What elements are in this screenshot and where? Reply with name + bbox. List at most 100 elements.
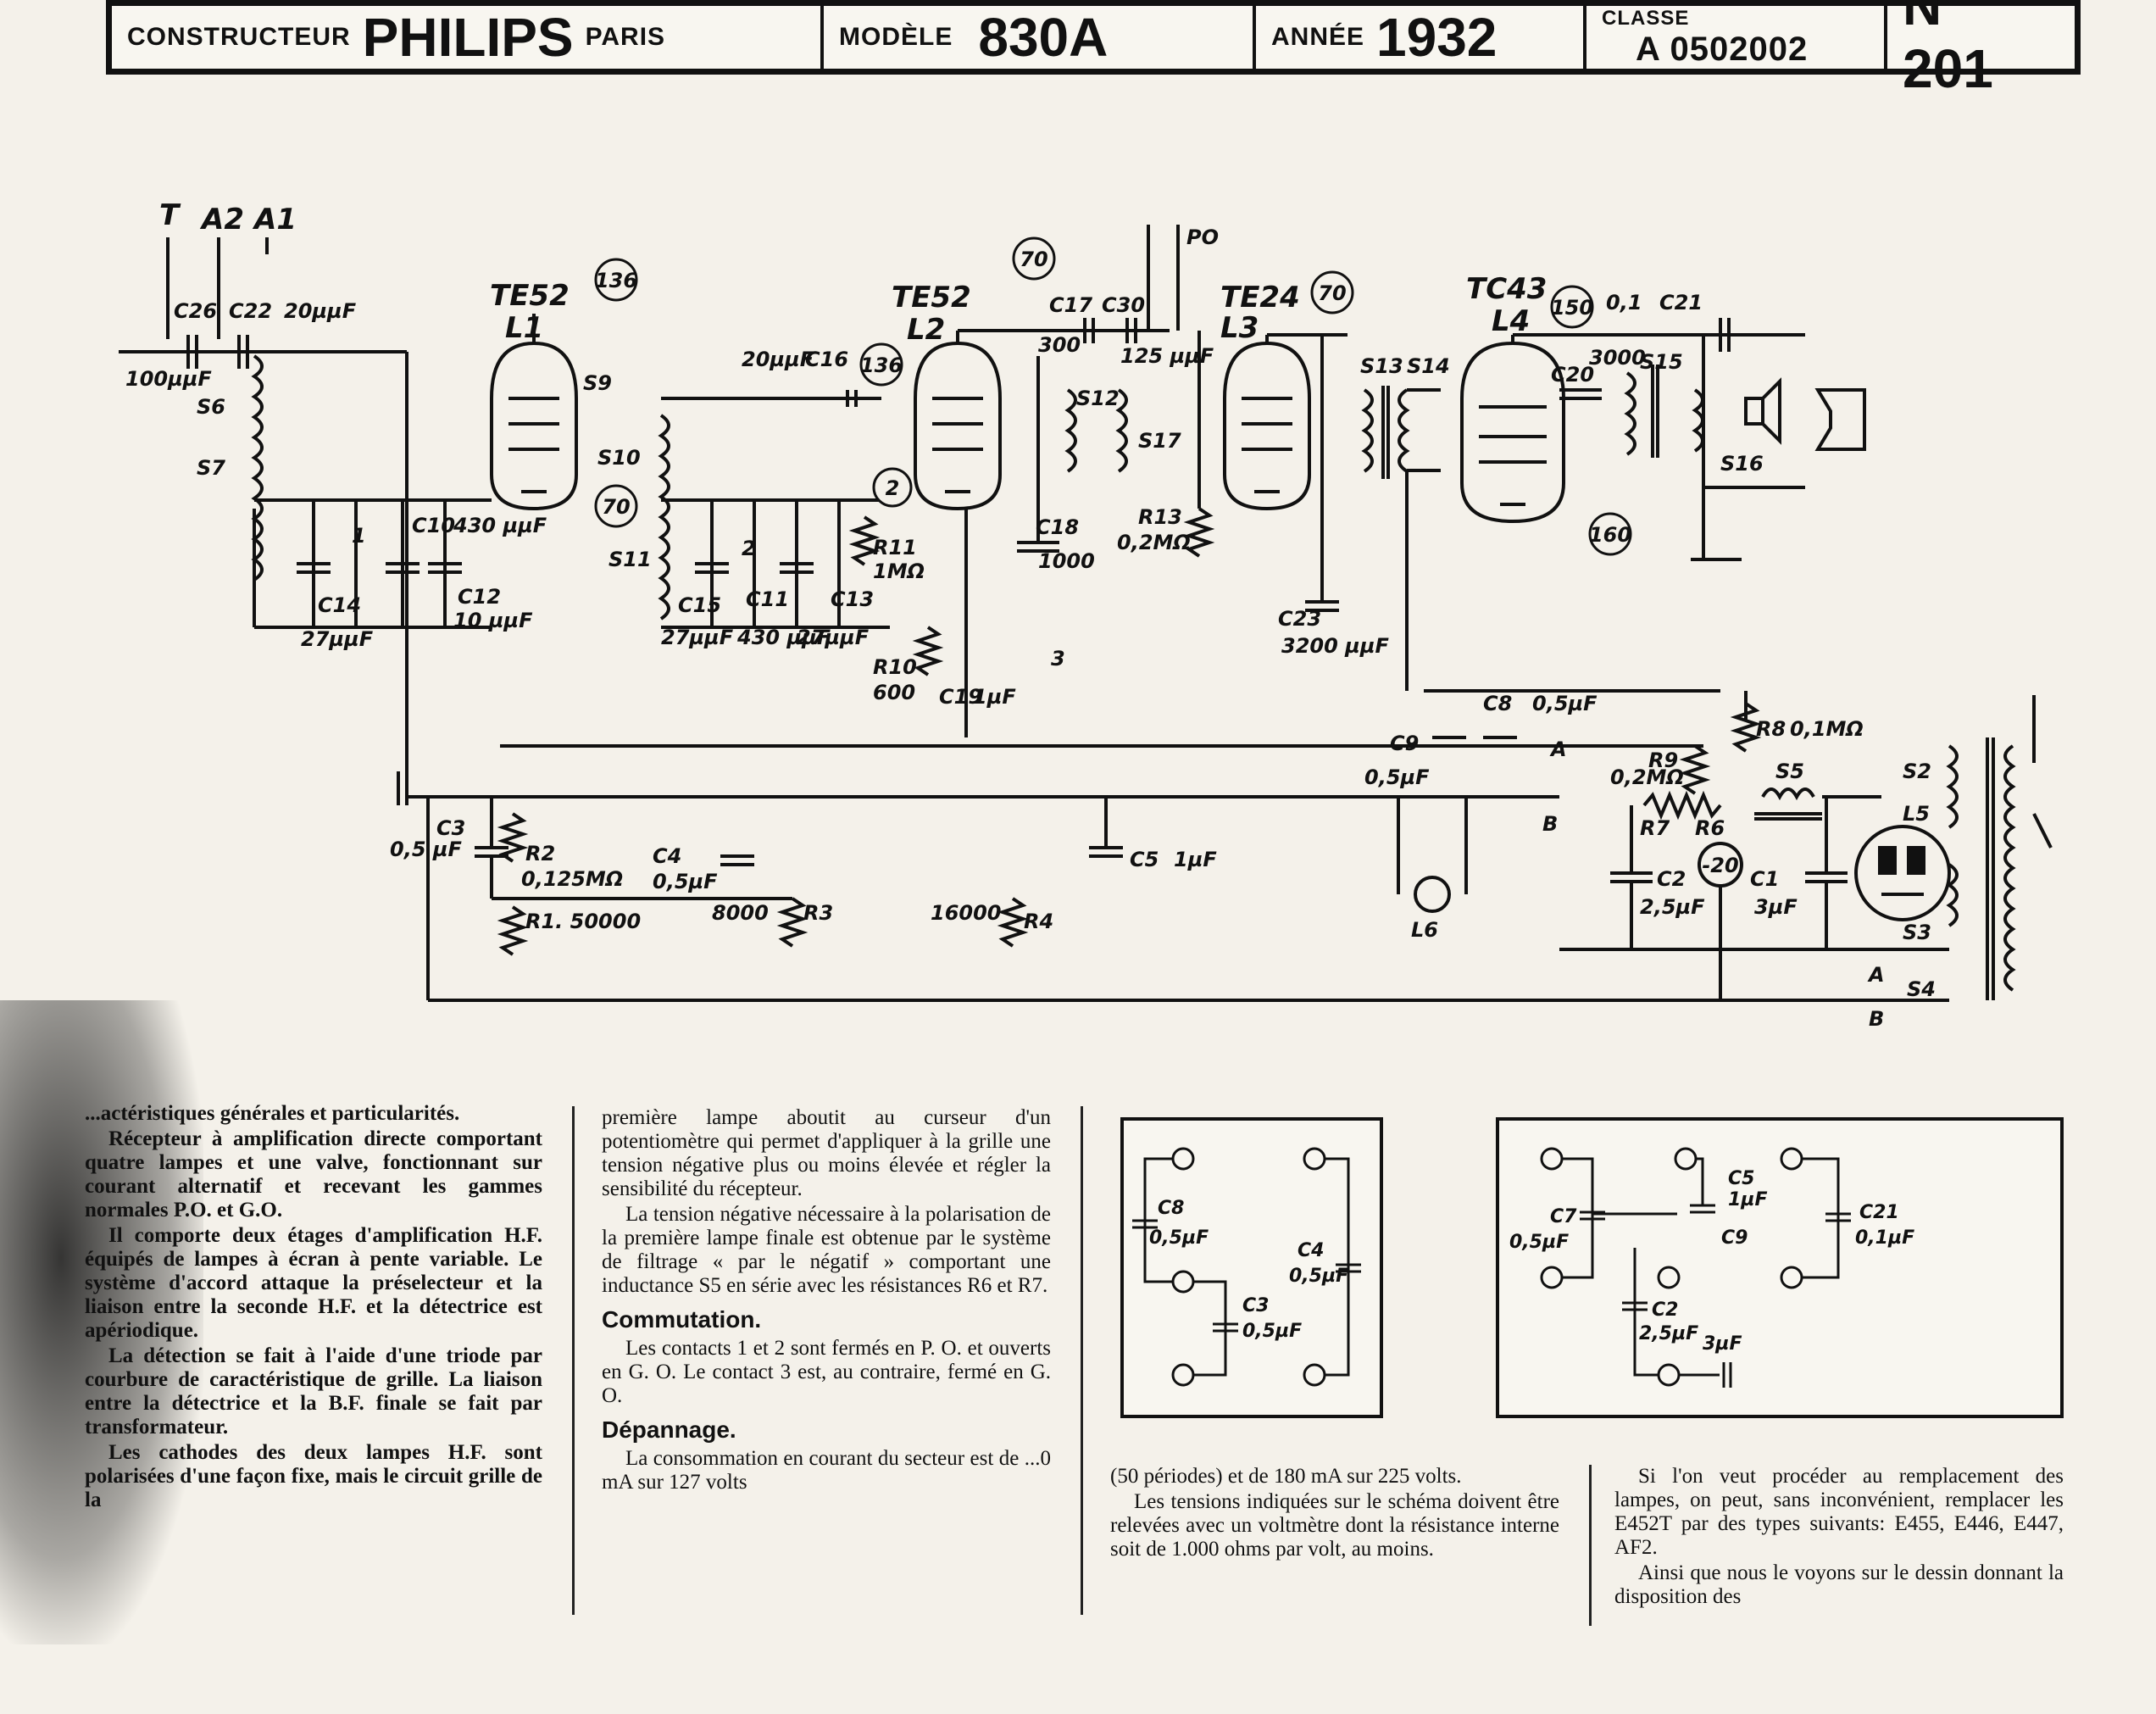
classe-label: CLASSE (1602, 6, 1690, 30)
label-c3: C3 (436, 816, 465, 840)
label-s16: S16 (1720, 452, 1764, 476)
voltage-70-c: 70 (1318, 281, 1346, 305)
value-r13: 0,2MΩ (1117, 531, 1191, 554)
col2-paragraph-2: La tension négative nécessaire à la pola… (602, 1203, 1051, 1297)
column-divider-3 (1589, 1465, 1592, 1626)
label-r13: R13 (1138, 505, 1182, 529)
commutation-text: Les contacts 1 et 2 sont fermés en P. O.… (602, 1337, 1051, 1407)
antenna-t: T (159, 198, 181, 232)
label-c5: C5 (1130, 848, 1159, 871)
label-r4: R4 (1024, 910, 1053, 933)
inset1-value-c3: 0,5µF (1242, 1321, 1302, 1342)
text-column-4: Si l'on veut procéder au remplacement de… (1614, 1465, 2064, 1611)
col4-paragraph-1: Si l'on veut procéder au remplacement de… (1614, 1465, 2064, 1559)
value-c23: 3200 µµF (1281, 634, 1389, 658)
value-c11: 430 µµF (736, 626, 831, 649)
label-s17: S17 (1138, 429, 1181, 453)
modele-label: MODÈLE (839, 23, 953, 51)
value-c9: 0,5µF (1364, 765, 1430, 789)
label-c21: C21 (1659, 291, 1703, 314)
col1-paragraph-1: Récepteur à amplification directe compor… (85, 1127, 542, 1222)
label-l5: L5 (1903, 802, 1930, 826)
annee-cell: ANNÉE 1932 (1256, 6, 1586, 69)
inset2-label-c9: C9 (1721, 1227, 1748, 1249)
value-c4: 0,5µF (653, 870, 718, 893)
commutation-heading: Commutation. (602, 1306, 762, 1333)
antenna-a2: A2 (199, 203, 244, 237)
col3-paragraph-1: (50 périodes) et de 180 mA sur 225 volts… (1110, 1465, 1462, 1488)
classe-value: A 0502002 (1636, 30, 1809, 68)
text-column-2: première lampe aboutit au curseur d'un p… (602, 1106, 1051, 1496)
label-c9: C9 (1390, 732, 1419, 755)
label-c23: C23 (1278, 607, 1321, 631)
inset1-value-c8: 0,5µF (1149, 1227, 1209, 1249)
value-c30: 125 µµF (1120, 344, 1214, 368)
label-s15: S15 (1640, 350, 1683, 374)
inset1-value-c4: 0,5µF (1289, 1266, 1348, 1287)
ink-smear (0, 1000, 203, 1644)
label-c4: C4 (653, 844, 681, 868)
inset1-label-c3: C3 (1242, 1295, 1269, 1316)
label-b-bus: B (1542, 812, 1558, 836)
col1-paragraph-2: Il comporte deux étages d'amplification … (85, 1224, 542, 1342)
label-r9: R9 (1648, 748, 1678, 772)
value-r3: 8000 (712, 901, 769, 925)
tube-type-2: TE52 (892, 281, 971, 314)
voltage-136-b: 136 (860, 353, 903, 377)
inset2-value-c7: 0,5µF (1509, 1232, 1569, 1253)
label-r11: R11 (873, 536, 917, 559)
label-c11: C11 (746, 587, 789, 611)
label-c14: C14 (318, 593, 361, 617)
depannage-text: La consommation en courant du secteur es… (602, 1447, 1051, 1494)
label-c8: C8 (1483, 692, 1512, 715)
label-l6: L6 (1411, 918, 1438, 942)
constructeur-label: CONSTRUCTEUR (127, 23, 351, 51)
voltage-160: 160 (1589, 523, 1631, 547)
col3-paragraph-2: Les tensions indiquées sur le schéma doi… (1110, 1490, 1559, 1561)
capacitor-block-diagram-2: C7 0,5µF C5 1µF C9 C21 0,1µF C2 2,5µF 3µ… (1496, 1117, 2064, 1418)
label-b: B (1869, 1007, 1884, 1031)
capacitor-block-diagram-1: C8 0,5µF C3 0,5µF C4 0,5µF (1120, 1117, 1383, 1418)
col1-paragraph-4: Les cathodes des deux lampes H.F. sont p… (85, 1441, 542, 1511)
modele-cell: MODÈLE 830A (824, 6, 1256, 69)
label-s3: S3 (1903, 921, 1931, 944)
switch-3: 3 (1051, 647, 1065, 671)
label-s7: S7 (197, 456, 225, 480)
voltage-70-b: 70 (1020, 248, 1047, 271)
label-s2: S2 (1903, 760, 1931, 783)
inset2-value-c1: 3µF (1703, 1333, 1742, 1355)
text-column-3: (50 périodes) et de 180 mA sur 225 volts… (1110, 1465, 1559, 1563)
value-c22: 20µµF (284, 299, 357, 323)
value-c16: 20µµF (742, 348, 814, 371)
value-c12: 10 µµF (453, 609, 533, 632)
tube-ref-4: L4 (1492, 304, 1530, 338)
label-s13: S13 (1360, 354, 1403, 378)
inset1-label-c8: C8 (1158, 1198, 1184, 1219)
value-r2: 0,125MΩ (521, 867, 623, 891)
label-r1: R1. 50000 (525, 910, 641, 933)
label-a-bus: A (1549, 737, 1567, 761)
label-c13: C13 (831, 587, 874, 611)
inset2-value-c5: 1µF (1728, 1189, 1768, 1210)
label-r7: R7 (1640, 816, 1670, 840)
value-c19: 1µF (973, 685, 1016, 709)
label-r3: R3 (803, 901, 833, 925)
label-s10: S10 (597, 446, 641, 470)
label-c12: C12 (458, 585, 501, 609)
label-s11: S11 (608, 548, 652, 571)
label-c2: C2 (1657, 867, 1686, 891)
switch-2: 2 (742, 537, 756, 560)
label-c26: C26 (174, 299, 217, 323)
value-c18: 1000 (1038, 549, 1095, 573)
voltage-70-a: 70 (602, 495, 630, 519)
constructeur-cell: CONSTRUCTEUR PHILIPS PARIS (112, 6, 824, 69)
inset2-value-c2: 2,5µF (1639, 1323, 1698, 1344)
value-c13: 27µµF (797, 626, 870, 649)
label-c15: C15 (678, 593, 721, 617)
annee-label: ANNÉE (1271, 23, 1365, 51)
label-c1: C1 (1750, 867, 1779, 891)
label-c22: C22 (229, 299, 272, 323)
col4-paragraph-2: Ainsi que nous le voyons sur le dessin d… (1614, 1561, 2064, 1608)
numero-value: N° 201 (1903, 0, 1993, 99)
value-c21: 0,1 (1606, 291, 1642, 314)
